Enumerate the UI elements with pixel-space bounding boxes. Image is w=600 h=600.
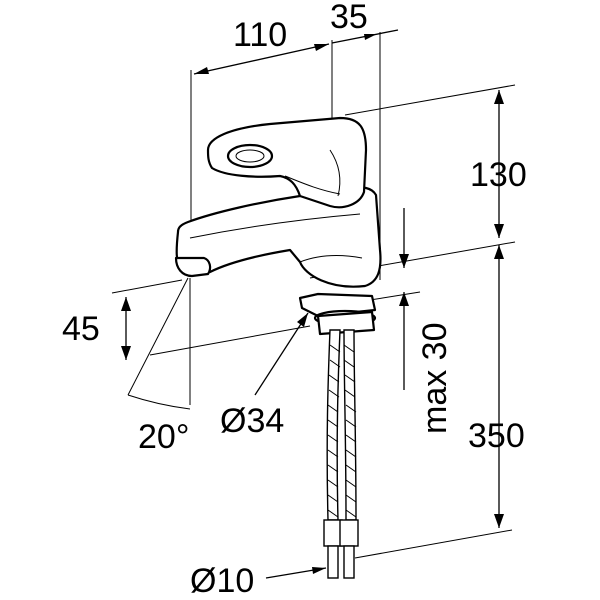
dimension-350: 350 — [354, 245, 525, 559]
flex-hoses — [323, 329, 359, 579]
label-diameter-34: Ø34 — [220, 402, 284, 440]
label-max-30: max 30 — [416, 323, 454, 435]
dimension-diameter-10: Ø10 — [190, 562, 327, 600]
dimension-max-30: max 30 — [399, 208, 454, 434]
faucet-body — [174, 116, 382, 336]
dimension-45: 45 — [62, 279, 183, 360]
label-130: 130 — [470, 156, 527, 194]
dimension-35: 35 — [330, 0, 399, 280]
dimension-130: 130 — [344, 84, 527, 238]
dimension-110: 110 — [190, 16, 333, 275]
dimension-angle: 20° — [127, 277, 191, 456]
label-35: 35 — [330, 0, 368, 36]
label-diameter-10: Ø10 — [190, 562, 254, 600]
label-110: 110 — [233, 16, 287, 54]
label-20-degrees: 20° — [138, 418, 189, 456]
label-350: 350 — [468, 417, 525, 455]
dimension-diameter-34: Ø34 — [220, 312, 309, 440]
label-45: 45 — [62, 310, 100, 348]
